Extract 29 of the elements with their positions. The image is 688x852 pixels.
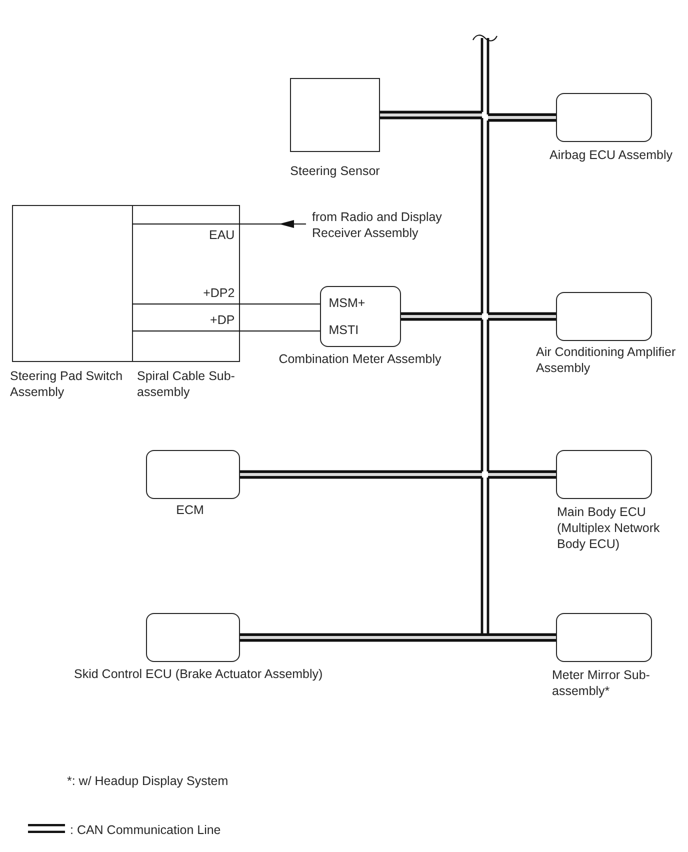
can-line (240, 633, 485, 642)
component-label: Skid Control ECU (Brake Actuator Assembly) (74, 667, 323, 681)
component-label: Main Body ECU (Multiplex Network Body ECU) (557, 505, 660, 551)
component-label: Spiral Cable Sub-assembly (137, 369, 235, 399)
can-line (488, 312, 556, 321)
can-line (488, 113, 556, 122)
component-label: Airbag ECU Assembly (550, 148, 672, 162)
component-label: Steering Sensor (290, 164, 380, 178)
component-label: Air Conditioning Amplifier Assembly (536, 345, 676, 375)
footnote: *: w/ Headup Display System (67, 774, 228, 788)
can-line (485, 633, 556, 642)
pin-label: +DP2 (203, 286, 235, 300)
component-label: Meter Mirror Sub-assembly* (552, 668, 650, 698)
can-line (380, 110, 482, 120)
arrow (240, 220, 306, 228)
can-line (240, 470, 482, 479)
bus-line (472, 35, 498, 636)
signal-source-label: from Radio and Display Receiver Assembly (312, 210, 442, 240)
can-line (488, 470, 556, 479)
component-label: Combination Meter Assembly (278, 352, 442, 366)
pin-label: EAU (208, 228, 235, 242)
pin-label: MSTI (328, 322, 359, 337)
can-line (401, 312, 482, 321)
pin-label: +DP (210, 312, 235, 327)
legend-label: : CAN Communication Line (70, 823, 221, 837)
component-label: Steering Pad Switch Assembly (10, 369, 123, 399)
component-label: ECM (176, 503, 204, 517)
pin-label: MSM+ (328, 296, 366, 310)
signal-wire (240, 330, 320, 332)
